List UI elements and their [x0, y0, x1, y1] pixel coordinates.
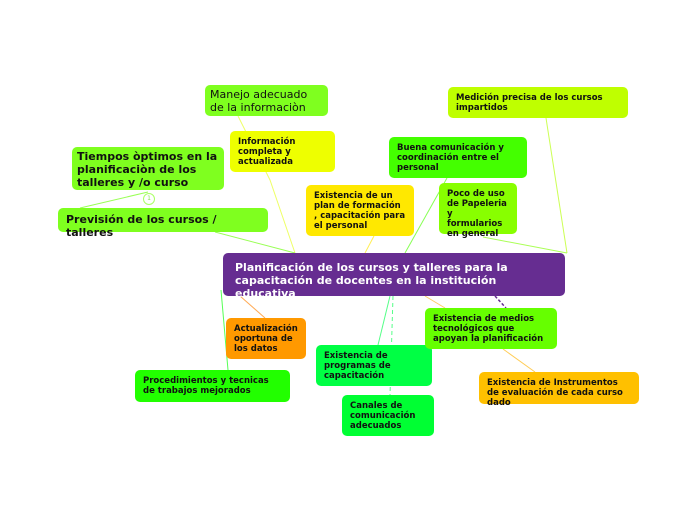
node-actualizacion[interactable]: Actualización oportuna de los datos	[226, 318, 306, 359]
marker-badge: 1	[143, 193, 155, 205]
node-medios[interactable]: Existencia de medios tecnológicos que ap…	[425, 308, 557, 349]
node-canales[interactable]: Canales de comunicación adecuados	[342, 395, 434, 436]
node-buena[interactable]: Buena comunicación y coordinación entre …	[389, 137, 527, 178]
node-procedimientos[interactable]: Procedimientos y tecnicas de trabajos me…	[135, 370, 290, 402]
node-prevision[interactable]: Previsión de los cursos / talleres	[58, 208, 268, 239]
node-plan[interactable]: Existencia de un plan de formación , cap…	[306, 185, 414, 236]
node-instrumentos[interactable]: Existencia de Instrumentos de evaluación…	[479, 372, 639, 408]
central-topic[interactable]: Planificación de los cursos y talleres p…	[223, 253, 565, 300]
node-manejo[interactable]: Manejo adecuado de la informaciòn	[205, 85, 328, 116]
node-medicion[interactable]: Medición precisa de los cursos impartido…	[448, 87, 628, 118]
node-tiempos[interactable]: Tiempos òptimos en la planificaciòn de l…	[72, 147, 224, 190]
node-programas[interactable]: Existencia de programas de capacitación	[316, 345, 432, 386]
node-poco[interactable]: Poco de uso de Papeleria y formularios e…	[439, 183, 517, 239]
node-info[interactable]: Información completa y actualizada	[230, 131, 335, 172]
